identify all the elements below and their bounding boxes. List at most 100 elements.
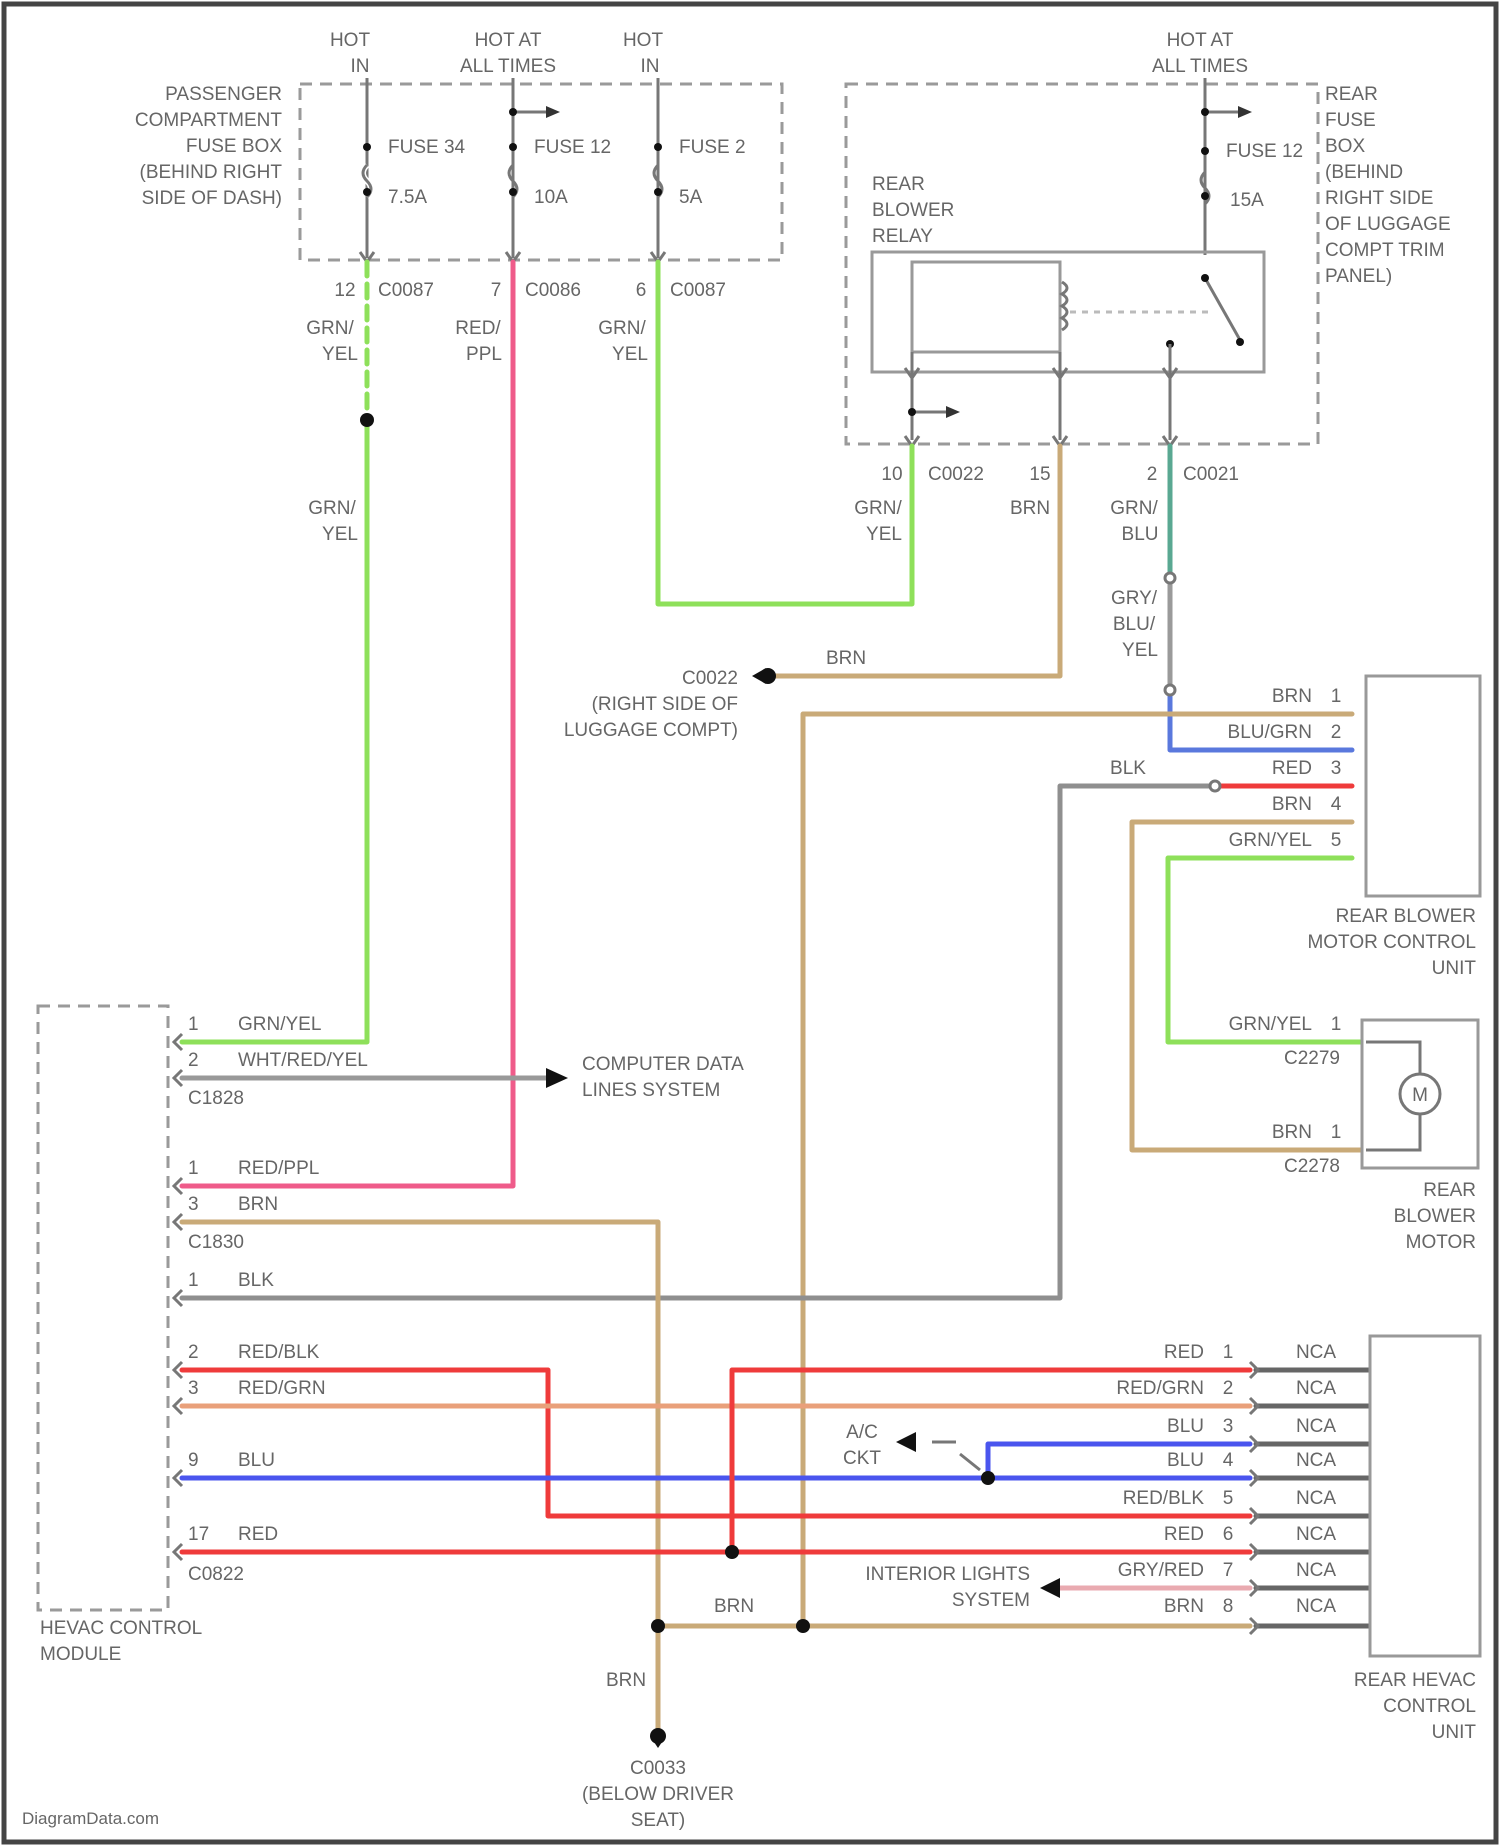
splice-brn-left <box>651 1619 665 1633</box>
bm-pin2-wire: BRN <box>1272 1122 1312 1143</box>
wire-grn-yel-relay <box>658 262 912 604</box>
bcu-label-2: MOTOR CONTROL <box>1307 932 1476 953</box>
c0022-name: C0022 <box>928 464 984 485</box>
rhcu-pin5-num: 5 <box>1223 1488 1234 1509</box>
fuse-12-rating: 10A <box>534 187 568 208</box>
label-grn-yel-mid-2: YEL <box>322 524 358 545</box>
label-grn-yel-top-2: YEL <box>322 344 358 365</box>
rhcu-pin7-num: 7 <box>1223 1560 1234 1581</box>
hevac-label-1: HEVAC CONTROL <box>40 1618 202 1639</box>
c0086-pin-num: 7 <box>491 280 502 301</box>
rhcu-pin2-wire: RED/GRN <box>1116 1378 1204 1399</box>
hevac-label-2: MODULE <box>40 1644 121 1665</box>
rear-fuse-rating: 15A <box>1230 190 1264 211</box>
fuse-34-name: FUSE 34 <box>388 137 466 158</box>
bcu-label-3: UNIT <box>1432 958 1477 979</box>
bcu-pin1-wire: BRN <box>1272 686 1312 707</box>
relay-term-a-arrow <box>946 406 960 418</box>
rear-fuse-box: REAR FUSE BOX (BEHIND RIGHT SIDE OF LUGG… <box>846 78 1451 485</box>
hot-all-1-line2: ALL TIMES <box>460 56 556 77</box>
hevac-pin-9c: 9 <box>188 1450 199 1471</box>
bm-label-3: MOTOR <box>1406 1232 1476 1253</box>
ground-c0033: C0033 (BELOW DRIVER SEAT) <box>582 1728 734 1831</box>
hevac-wire-1b: RED/PPL <box>238 1158 319 1179</box>
bm-label-1: REAR <box>1423 1180 1476 1201</box>
bcu-pin3-wire: RED <box>1272 758 1312 779</box>
ground-c0033-label-3: SEAT) <box>631 1810 686 1831</box>
relay-label-3: RELAY <box>872 226 933 247</box>
fuse-2-node-bottom <box>654 188 662 196</box>
hevac-wire-9c: BLU <box>238 1450 275 1471</box>
c0022-pin-num: 10 <box>881 464 902 485</box>
c0087-b-pin-num: 6 <box>636 280 647 301</box>
bcu-pin2-num: 2 <box>1331 722 1342 743</box>
relay-term-a-node <box>908 408 916 416</box>
rear-fuse-node-top <box>1201 147 1209 155</box>
hevac-wire-1c: BLK <box>238 1270 274 1291</box>
hevac-conn-c0822: C0822 <box>188 1564 244 1585</box>
hevac-pin-2a: 2 <box>188 1050 199 1071</box>
rfb-label-1: REAR <box>1325 84 1378 105</box>
rhcu-pin5-wire: RED/BLK <box>1123 1488 1205 1509</box>
computer-data-lines: COMPUTER DATA LINES SYSTEM <box>546 1054 744 1101</box>
hevac-pin-2c: 2 <box>188 1342 199 1363</box>
rhcu-pin8-num: 8 <box>1223 1596 1234 1617</box>
rhcu-label-1: REAR HEVAC <box>1354 1670 1476 1691</box>
rfb-label-4: (BEHIND <box>1325 162 1403 183</box>
data-lines-label-2: LINES SYSTEM <box>582 1080 720 1101</box>
rfb-label-3: BOX <box>1325 136 1365 157</box>
hevac-wire-3c: RED/GRN <box>238 1378 326 1399</box>
hot-in-1-line2: IN <box>351 56 370 77</box>
fuse-34-rating: 7.5A <box>388 187 427 208</box>
hot-in-2-line1: HOT <box>623 30 664 51</box>
rhcu-pin3-nca: NCA <box>1296 1416 1336 1437</box>
rfb-label-2: FUSE <box>1325 110 1376 131</box>
c0086-name: C0086 <box>525 280 581 301</box>
label-brn-splice: BRN <box>714 1596 754 1617</box>
fuse-12-bus-arrow <box>546 106 560 118</box>
rfb-label-8: PANEL) <box>1325 266 1392 287</box>
label-gry-blu-yel-1: GRY/ <box>1111 588 1158 609</box>
fuse-34-node-top <box>363 143 371 151</box>
bm-pin1-conn: C2279 <box>1284 1048 1340 1069</box>
fuse-34-node-bottom <box>363 188 371 196</box>
hevac-module-outline <box>38 1006 168 1610</box>
interior-lights-label-1: INTERIOR LIGHTS <box>865 1564 1030 1585</box>
bcu-pin4-wire: BRN <box>1272 794 1312 815</box>
fuse-12-node-bottom <box>509 188 517 196</box>
hot-in-1-line1: HOT <box>330 30 371 51</box>
ac-ckt: A/C CKT <box>843 1422 980 1470</box>
rhcu-pin4-num: 4 <box>1223 1450 1234 1471</box>
ac-ckt-arrow <box>896 1432 916 1452</box>
hevac-pin-17c: 17 <box>188 1524 209 1545</box>
hevac-wire-2c: RED/BLK <box>238 1342 320 1363</box>
interior-lights-arrow <box>1040 1578 1060 1598</box>
passenger-fuse-box: PASSENGER COMPARTMENT FUSE BOX (BEHIND R… <box>135 78 782 301</box>
rfb-label-7: COMPT TRIM <box>1325 240 1445 261</box>
relay-switch-contact <box>1236 338 1244 346</box>
relay-switch-arm <box>1205 278 1240 340</box>
label-grn-yel-top-1: GRN/ <box>306 318 354 339</box>
rhcu-pin7-nca: NCA <box>1296 1560 1336 1581</box>
label-gry-blu-yel-3: YEL <box>1122 640 1158 661</box>
bcu-pin3-num: 3 <box>1331 758 1342 779</box>
bcu-pin2-wire: BLU/GRN <box>1228 722 1312 743</box>
splice-grn-yel <box>360 413 374 427</box>
pfb-label-3: FUSE BOX <box>186 136 282 157</box>
rear-fuse-bus-arrow <box>1238 106 1252 118</box>
splice-blu <box>981 1471 995 1485</box>
passenger-fuse-box-outline <box>300 84 782 260</box>
c0087-a-name: C0087 <box>378 280 434 301</box>
pfb-label-5: SIDE OF DASH) <box>142 188 282 209</box>
bcu-pin5-wire: GRN/YEL <box>1229 830 1312 851</box>
hot-all-1-line1: HOT AT <box>475 30 542 51</box>
interior-lights-label-2: SYSTEM <box>952 1590 1030 1611</box>
hevac-control-module: HEVAC CONTROL MODULE 1 GRN/YEL 2 WHT/RED… <box>38 1006 368 1665</box>
pfb-label-2: COMPARTMENT <box>135 110 282 131</box>
hevac-wire-1a: GRN/YEL <box>238 1014 321 1035</box>
pfb-label-1: PASSENGER <box>165 84 282 105</box>
rhcu-pin5-nca: NCA <box>1296 1488 1336 1509</box>
splice-red <box>725 1545 739 1559</box>
ac-ckt-switch <box>960 1454 980 1470</box>
